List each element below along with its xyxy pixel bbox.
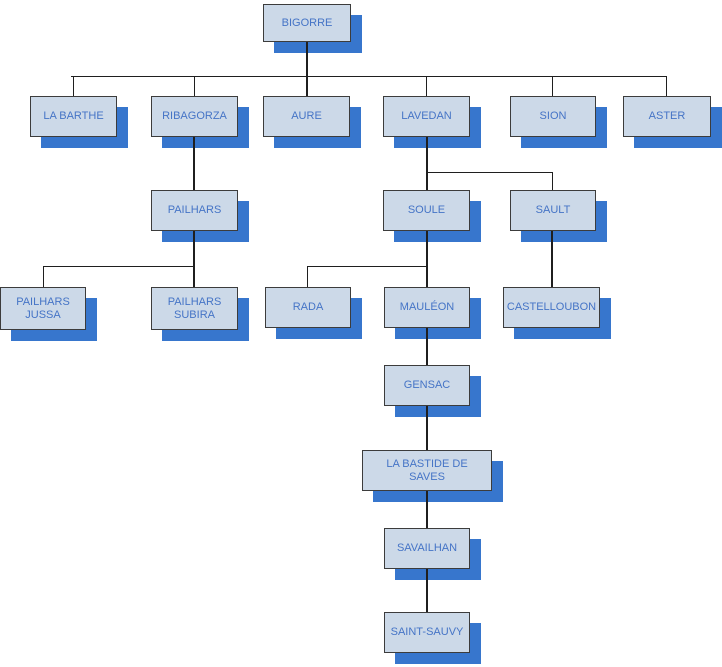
connector-line xyxy=(426,328,428,365)
connector-line xyxy=(307,266,308,287)
connector-line xyxy=(426,137,428,190)
node-label: PAILHARS JUSSA xyxy=(16,295,70,321)
connector-line xyxy=(194,77,195,96)
node-box: GENSAC xyxy=(384,365,470,406)
node-label: RIBAGORZA xyxy=(162,110,227,122)
node-box: BIGORRE xyxy=(263,4,351,42)
node-box: MAULÉON xyxy=(384,287,470,328)
node-box: SAVAILHAN xyxy=(384,528,470,569)
node-gensac[interactable]: GENSAC xyxy=(384,365,481,417)
node-box: ASTER xyxy=(623,96,711,137)
node-box: SION xyxy=(510,96,596,137)
connector-line xyxy=(43,266,44,287)
node-label: LAVEDAN xyxy=(401,110,452,122)
node-label: ASTER xyxy=(648,110,686,122)
node-box: PAILHARS xyxy=(151,190,238,231)
node-label: PAILHARS SUBIRA xyxy=(167,295,222,321)
node-label: LA BASTIDE DE SAVES xyxy=(386,457,468,483)
node-soule[interactable]: SOULE xyxy=(383,190,481,242)
node-la-bastide-de-saves[interactable]: LA BASTIDE DE SAVES xyxy=(362,450,503,502)
node-castelloubon[interactable]: CASTELLOUBON xyxy=(503,287,611,339)
connector-line xyxy=(193,231,195,266)
node-label: AURE xyxy=(291,110,322,122)
connector-line xyxy=(43,266,194,267)
node-box: RADA xyxy=(265,287,351,328)
node-saint-sauvy[interactable]: SAINT-SAUVY xyxy=(384,612,481,664)
node-sion[interactable]: SION xyxy=(510,96,607,148)
node-box: SAULT xyxy=(510,190,596,231)
connector-line xyxy=(71,76,667,77)
connector-line xyxy=(427,172,553,173)
connector-line xyxy=(193,266,195,287)
node-label: MAULÉON xyxy=(399,301,455,313)
node-label: BIGORRE xyxy=(281,16,333,29)
connector-line xyxy=(552,77,553,96)
connector-line xyxy=(306,77,308,96)
node-rada[interactable]: RADA xyxy=(265,287,362,339)
node-label: SAULT xyxy=(535,204,571,216)
node-pailhars[interactable]: PAILHARS xyxy=(151,190,249,242)
connector-line xyxy=(551,231,553,287)
node-mauleon[interactable]: MAULÉON xyxy=(384,287,481,339)
node-pailhars-subira[interactable]: PAILHARS SUBIRA xyxy=(151,287,249,341)
node-label: PAILHARS xyxy=(167,204,222,216)
connector-line xyxy=(308,266,427,267)
node-sault[interactable]: SAULT xyxy=(510,190,607,242)
node-box: CASTELLOUBON xyxy=(503,287,600,328)
connector-line xyxy=(426,406,428,450)
node-label: SOULE xyxy=(407,204,446,216)
node-box: SAINT-SAUVY xyxy=(384,612,470,653)
node-label: GENSAC xyxy=(403,379,451,391)
node-la-barthe[interactable]: LA BARTHE xyxy=(30,96,128,148)
node-bigorre[interactable]: BIGORRE xyxy=(263,4,362,53)
node-box: LAVEDAN xyxy=(383,96,470,137)
node-savailhan[interactable]: SAVAILHAN xyxy=(384,528,481,580)
connector-line xyxy=(426,77,427,96)
node-label: SION xyxy=(539,110,567,122)
node-label: LA BARTHE xyxy=(43,110,104,122)
connector-line xyxy=(426,569,428,612)
node-label: RADA xyxy=(292,301,324,313)
node-lavedan[interactable]: LAVEDAN xyxy=(383,96,481,148)
node-box: AURE xyxy=(263,96,350,137)
node-pailhars-jussa[interactable]: PAILHARS JUSSA xyxy=(0,287,97,341)
node-aure[interactable]: AURE xyxy=(263,96,361,148)
node-label: CASTELLOUBON xyxy=(506,301,597,313)
connector-line xyxy=(426,491,428,528)
node-box: LA BASTIDE DE SAVES xyxy=(362,450,492,491)
node-aster[interactable]: ASTER xyxy=(623,96,722,148)
connector-line xyxy=(193,137,195,190)
connector-line xyxy=(426,231,428,287)
node-box: SOULE xyxy=(383,190,470,231)
connector-line xyxy=(666,77,667,96)
connector-line xyxy=(552,172,553,190)
node-box: LA BARTHE xyxy=(30,96,117,137)
node-label: SAVAILHAN xyxy=(396,542,458,554)
node-box: RIBAGORZA xyxy=(151,96,238,137)
connector-line xyxy=(306,42,308,76)
node-box: PAILHARS SUBIRA xyxy=(151,287,238,330)
node-label: SAINT-SAUVY xyxy=(390,626,464,638)
connector-line xyxy=(73,77,74,96)
node-box: PAILHARS JUSSA xyxy=(0,287,86,330)
node-ribagorza[interactable]: RIBAGORZA xyxy=(151,96,249,148)
